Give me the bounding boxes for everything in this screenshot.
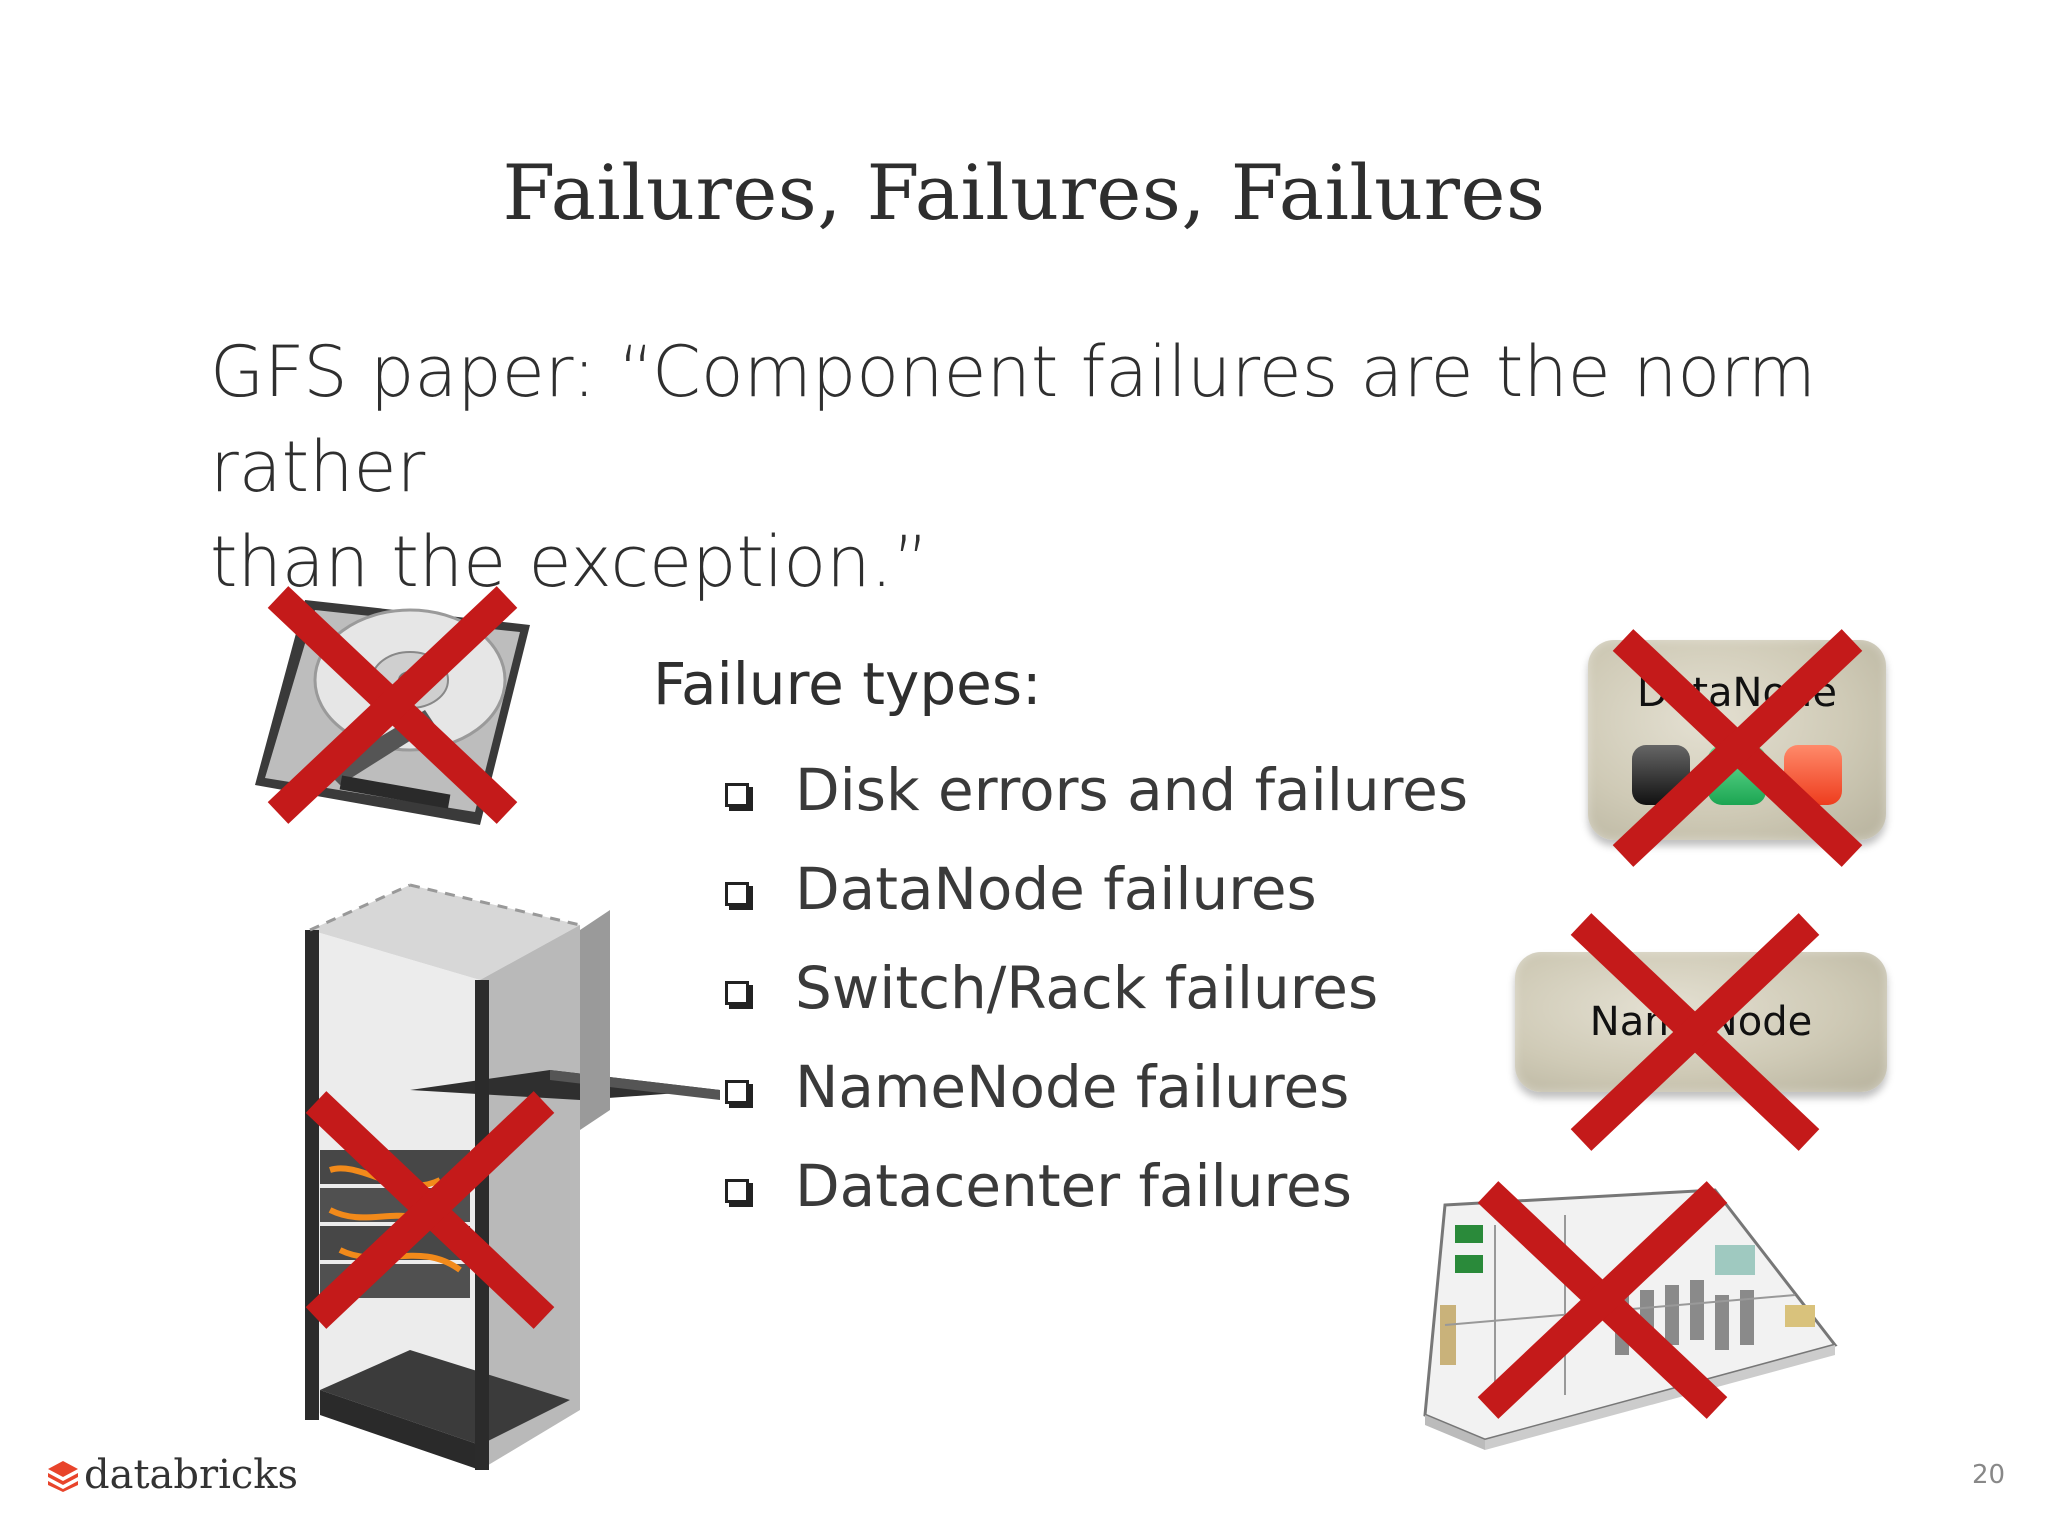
gfs-quote: GFS paper: “Component failures are the n… xyxy=(210,325,1910,610)
checkbox-bullet-icon xyxy=(725,881,749,906)
failure-type-label: Disk errors and failures xyxy=(795,755,1469,824)
failure-type-label: DataNode failures xyxy=(795,854,1317,923)
checkbox-bullet-icon xyxy=(725,1079,749,1104)
page-number: 20 xyxy=(1972,1460,2006,1490)
server-rack-icon xyxy=(305,883,720,1470)
disk-failure-cross-icon xyxy=(267,586,518,824)
failure-type-item: Disk errors and failures xyxy=(725,740,1468,839)
databricks-logo: databricks xyxy=(46,1452,298,1498)
namenode-failure-cross-icon xyxy=(1570,913,1820,1151)
checkbox-bullet-icon xyxy=(725,782,749,807)
databricks-logo-icon xyxy=(48,1461,78,1492)
rack-failure-cross-icon xyxy=(305,1091,555,1329)
brand-name: databricks xyxy=(84,1452,299,1498)
checkbox-bullet-icon xyxy=(725,1178,749,1203)
failure-type-label: NameNode failures xyxy=(795,1052,1350,1121)
checkbox-bullet-icon xyxy=(725,980,749,1005)
failure-type-item: Datacenter failures xyxy=(725,1136,1468,1235)
datacenter-failure-cross-icon xyxy=(1477,1181,1728,1419)
slide-title: Failures, Failures, Failures xyxy=(502,148,1546,237)
server-rack-illustration xyxy=(280,870,730,1490)
gfs-quote-line-2: than the exception.” xyxy=(210,521,930,603)
failure-type-item: Switch/Rack failures xyxy=(725,938,1468,1037)
failure-type-item: NameNode failures xyxy=(725,1037,1468,1136)
failure-types-heading: Failure types: xyxy=(653,650,1042,718)
datanode-failure-cross-icon xyxy=(1612,629,1863,867)
failure-type-label: Switch/Rack failures xyxy=(795,953,1379,1022)
gfs-quote-line-1: GFS paper: “Component failures are the n… xyxy=(210,331,1816,508)
failure-type-item: DataNode failures xyxy=(725,839,1468,938)
failure-type-label: Datacenter failures xyxy=(795,1151,1352,1220)
failure-types-list: Disk errors and failures DataNode failur… xyxy=(725,740,1468,1235)
